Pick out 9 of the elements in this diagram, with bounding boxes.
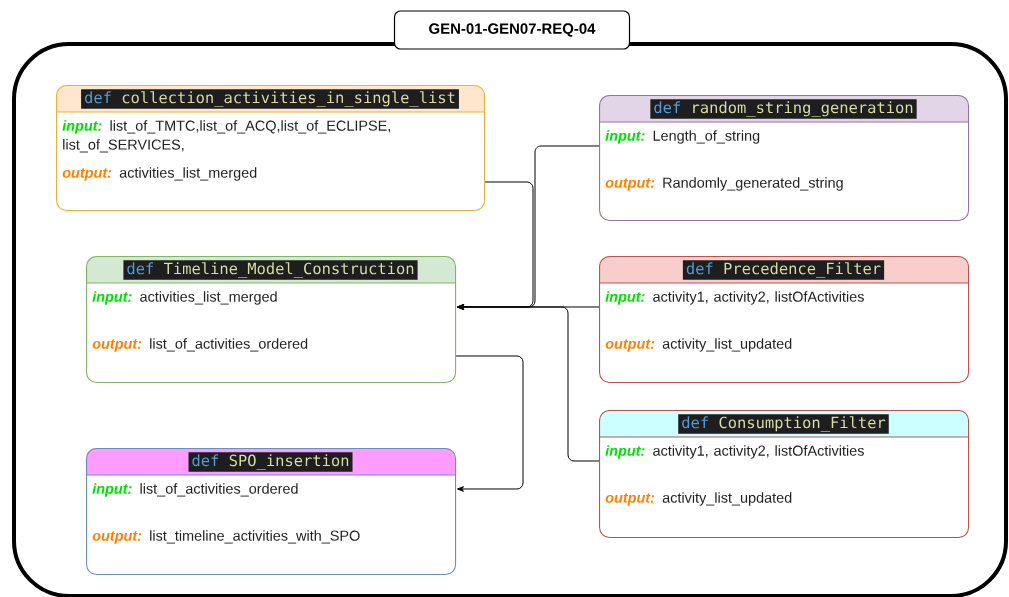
function-box: def SPO_insertion input: list_of_activities_ordered output: list_timeline_activities_with_SPO [85,448,457,576]
function-box: def Precedence_Filter input: activity1, activity2, listOfActivities output: activity_list_updated [598,256,970,384]
function-box: def Timeline_Model_Construction input: activities_list_merged output: list_of_activities_ordered [85,256,457,384]
arrow [455,355,524,492]
function-box: def collection_activities_in_single_list input: list_of_TMTC,list_of_ACQ,list_of_ECLIPSE, list_of_SERVICES, output: activities_list_merged [55,85,486,212]
function-box: def random_string_generation input: Length_of_string output: Randomly_generated_string [598,95,970,222]
title-box: GEN-01-GEN07-REQ-04 [393,10,631,50]
arrow [457,304,600,462]
function-box: def Consumption_Filter input: activity1, activity2, listOfActivities output: activity_list_updated [598,410,970,539]
